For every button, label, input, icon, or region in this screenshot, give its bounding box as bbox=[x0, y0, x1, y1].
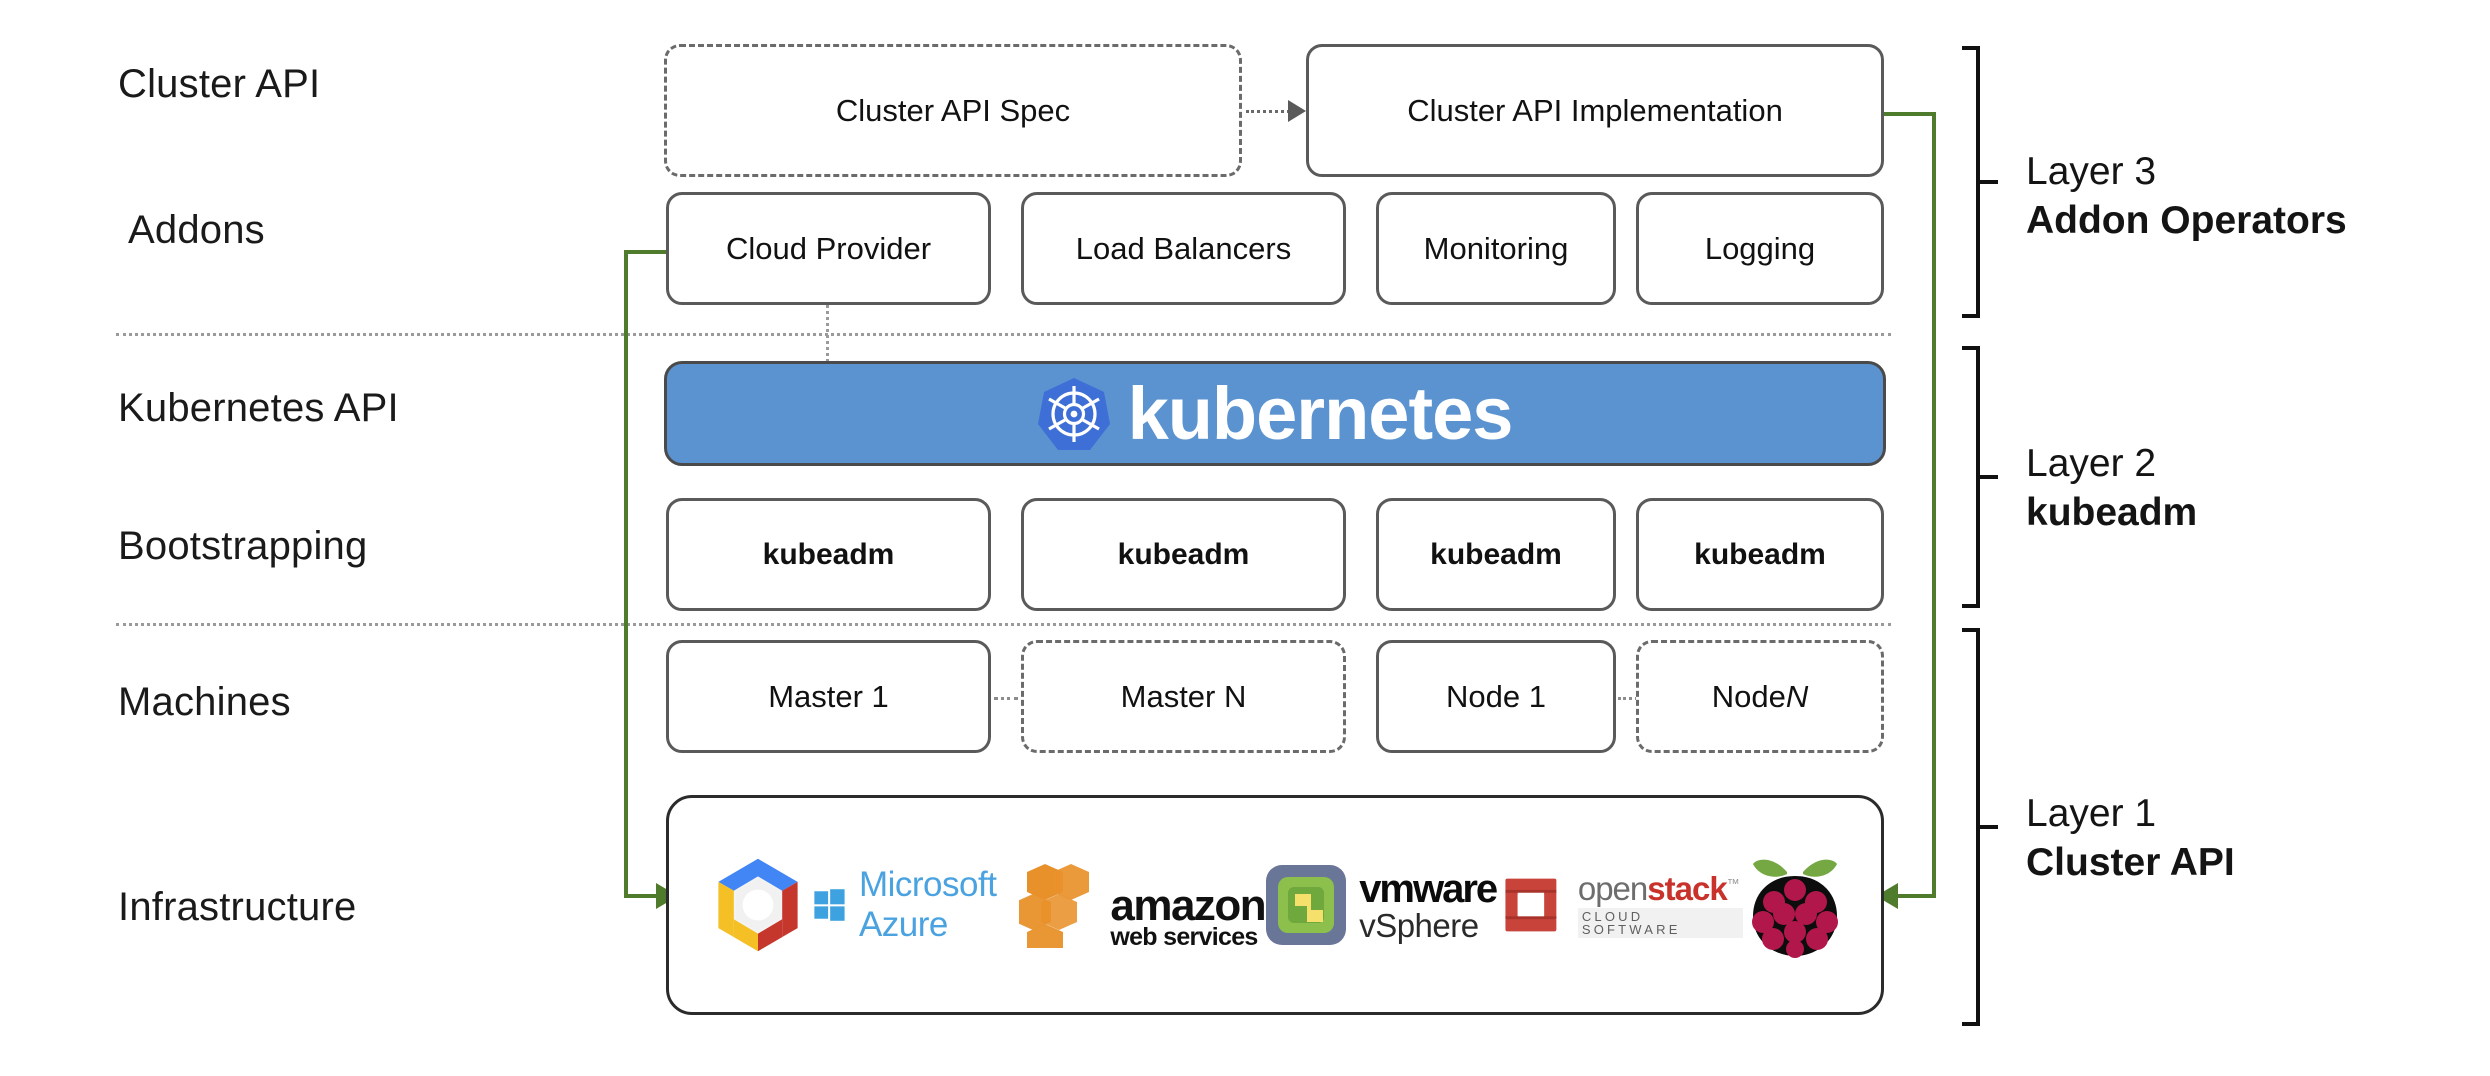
box-label: kubeadm bbox=[1694, 537, 1826, 571]
brace-layer-3 bbox=[1962, 46, 1998, 318]
box-label: Cluster API Implementation bbox=[1407, 92, 1783, 128]
box-label: kubeadm bbox=[1117, 537, 1250, 571]
box-machine-node-1[interactable]: Node 1 bbox=[1376, 640, 1616, 753]
brace-layer-1 bbox=[1962, 628, 1998, 1026]
row-label-addons: Addons bbox=[128, 208, 265, 252]
row-label-cluster-api: Cluster API bbox=[118, 62, 321, 106]
aws-cubes-icon bbox=[1019, 864, 1090, 948]
logo-openstack: openstack™ CLOUD SOFTWARE bbox=[1496, 867, 1743, 943]
box-machine-node-n[interactable]: Node N bbox=[1636, 640, 1884, 753]
box-label: Node bbox=[1711, 678, 1786, 714]
azure-wordmark: Microsoft Azure bbox=[858, 865, 997, 944]
raspberry-pi-icon bbox=[1752, 859, 1838, 958]
box-kubeadm-3[interactable]: kubeadm bbox=[1376, 498, 1616, 611]
separator-layer2-layer1 bbox=[116, 623, 1891, 626]
box-kubeadm-2[interactable]: kubeadm bbox=[1021, 498, 1346, 611]
kubernetes-api-bar[interactable]: kubernetes bbox=[664, 361, 1886, 466]
row-label-machines: Machines bbox=[118, 680, 291, 724]
aws-wordmark-bottom: web services bbox=[1110, 922, 1258, 951]
box-label: Logging bbox=[1704, 230, 1816, 266]
kubernetes-wordmark: kubernetes bbox=[1127, 371, 1514, 455]
box-cluster-api-implementation[interactable]: Cluster API Implementation bbox=[1306, 44, 1884, 177]
layer-label-3: Layer 3 Addon Operators bbox=[2026, 148, 2347, 246]
aws-wordmark-top: amazon bbox=[1110, 880, 1266, 930]
vmware-wordmark: vmware bbox=[1359, 866, 1498, 911]
dotted-connector-cloudprovider-to-kubernetes bbox=[826, 305, 829, 362]
dotted-arrow-spec-to-implementation bbox=[1246, 110, 1290, 113]
openstack-tagline: CLOUD SOFTWARE bbox=[1577, 908, 1743, 938]
green-connector-left-arrow-stem bbox=[624, 894, 658, 898]
layer-3-line1: Layer 3 bbox=[2026, 150, 2157, 193]
box-label: Monitoring bbox=[1423, 230, 1569, 266]
box-infrastructure[interactable]: Microsoft Azure amazon web services bbox=[666, 795, 1884, 1015]
logo-raspberry-pi bbox=[1743, 850, 1847, 960]
logo-amazon-web-services: amazon web services bbox=[1019, 862, 1267, 951]
layer-1-line1: Layer 1 bbox=[2026, 792, 2157, 835]
box-label: Master N bbox=[1120, 678, 1247, 714]
box-label: kubeadm bbox=[1430, 537, 1562, 571]
green-connector-right-arrow-stem bbox=[1898, 894, 1936, 898]
openstack-wordmark-stack: stack bbox=[1647, 870, 1727, 907]
box-addon-load-balancers[interactable]: Load Balancers bbox=[1021, 192, 1346, 305]
logo-google-cloud-platform bbox=[703, 850, 813, 960]
green-connector-addons-horizontal bbox=[624, 250, 668, 254]
separator-layer3-layer2 bbox=[116, 333, 1891, 336]
vsphere-square-icon bbox=[1266, 865, 1347, 945]
green-connector-left-vertical bbox=[624, 250, 628, 898]
box-label: kubeadm bbox=[762, 537, 895, 571]
box-label: Load Balancers bbox=[1075, 230, 1292, 266]
dotted-arrowhead-icon bbox=[1288, 100, 1306, 122]
layer-1-line2: Cluster API bbox=[2026, 840, 2235, 884]
layer-2-line2: kubeadm bbox=[2026, 490, 2198, 534]
layer-label-1: Layer 1 Cluster API bbox=[2026, 790, 2235, 888]
windows-flag-icon bbox=[814, 889, 845, 921]
openstack-wordmark-open: open bbox=[1577, 870, 1648, 907]
layer-2-line1: Layer 2 bbox=[2026, 442, 2157, 485]
box-label: Cluster API Spec bbox=[835, 92, 1071, 128]
box-addon-logging[interactable]: Logging bbox=[1636, 192, 1884, 305]
box-label-italic-suffix: N bbox=[1785, 678, 1809, 714]
openstack-square-icon bbox=[1505, 878, 1557, 932]
ellipsis-connector-nodes bbox=[1618, 697, 1638, 700]
box-label: Master 1 bbox=[768, 678, 889, 714]
kubernetes-helm-wheel-icon bbox=[1037, 377, 1110, 450]
box-cluster-api-spec[interactable]: Cluster API Spec bbox=[664, 44, 1242, 177]
vsphere-wordmark: vSphere bbox=[1359, 906, 1479, 944]
green-connector-right-vertical bbox=[1932, 112, 1936, 898]
box-machine-master-1[interactable]: Master 1 bbox=[666, 640, 991, 753]
box-addon-cloud-provider[interactable]: Cloud Provider bbox=[666, 192, 991, 305]
row-label-bootstrapping: Bootstrapping bbox=[118, 524, 368, 568]
box-kubeadm-4[interactable]: kubeadm bbox=[1636, 498, 1884, 611]
green-connector-impl-horizontal bbox=[1884, 112, 1936, 116]
layer-label-2: Layer 2 kubeadm bbox=[2026, 440, 2197, 538]
box-addon-monitoring[interactable]: Monitoring bbox=[1376, 192, 1616, 305]
box-label: Node 1 bbox=[1446, 678, 1546, 714]
row-label-infrastructure: Infrastructure bbox=[118, 885, 357, 929]
ellipsis-connector-masters bbox=[994, 697, 1018, 700]
brace-layer-2 bbox=[1962, 346, 1998, 608]
box-machine-master-n[interactable]: Master N bbox=[1021, 640, 1346, 753]
box-label: Cloud Provider bbox=[725, 230, 932, 266]
logo-vmware-vsphere: vmware vSphere bbox=[1265, 864, 1498, 946]
row-label-kubernetes-api: Kubernetes API bbox=[118, 386, 399, 430]
layer-3-line2: Addon Operators bbox=[2026, 198, 2347, 242]
trademark-icon: ™ bbox=[1726, 876, 1740, 891]
logo-microsoft-azure: Microsoft Azure bbox=[813, 865, 1019, 945]
box-kubeadm-1[interactable]: kubeadm bbox=[666, 498, 991, 611]
